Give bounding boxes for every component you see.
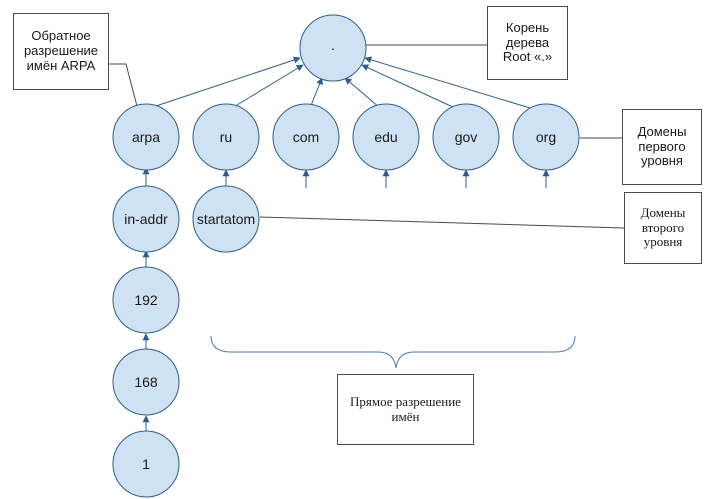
node-192-label: 192 bbox=[134, 292, 158, 308]
node-gov-circle bbox=[432, 103, 500, 171]
node-edu: edu bbox=[352, 103, 420, 171]
node-startatom-circle bbox=[192, 185, 260, 253]
callout-forward-resolution: Прямое разрешение имён bbox=[337, 374, 474, 445]
node-168-circle bbox=[112, 348, 180, 416]
node-in-addr: in-addr bbox=[112, 185, 180, 253]
node-org: org bbox=[512, 103, 580, 171]
callout-first-level-domains: Домены первого уровня bbox=[622, 109, 702, 185]
node-ru-circle bbox=[192, 103, 260, 171]
callout-root: Корень дерева Root «.» bbox=[487, 6, 568, 80]
forward-bracket bbox=[210, 335, 576, 369]
node-1-circle bbox=[112, 430, 180, 498]
node-168-label: 168 bbox=[134, 374, 158, 390]
connector-reverse bbox=[108, 63, 139, 111]
edges-to-root bbox=[149, 56, 531, 109]
edge-ru-root bbox=[231, 64, 304, 109]
callout-second-level-domains: Домены второго уровня bbox=[624, 192, 702, 264]
node-192: 192 bbox=[112, 266, 180, 334]
edge-gov-root bbox=[361, 64, 456, 109]
node-startatom-label: startatom bbox=[197, 211, 255, 227]
node-arpa-circle bbox=[112, 103, 180, 171]
node-root: . bbox=[299, 14, 367, 82]
node-startatom: startatom bbox=[192, 185, 260, 253]
node-in-addr-circle bbox=[112, 185, 180, 253]
node-com: com bbox=[272, 103, 340, 171]
edges-stubs bbox=[302, 169, 550, 188]
edge-edu-root bbox=[344, 77, 381, 109]
node-edu-circle bbox=[352, 103, 420, 171]
node-1-label: 1 bbox=[142, 456, 150, 472]
node-192-circle bbox=[112, 266, 180, 334]
node-root-circle bbox=[299, 14, 367, 82]
callout-reverse-resolution: Обратное разрешение имён ARPA bbox=[13, 13, 109, 90]
node-org-circle bbox=[512, 103, 580, 171]
edge-org-root bbox=[364, 56, 531, 109]
edge-arpa-root bbox=[149, 56, 301, 109]
node-gov-label: gov bbox=[455, 129, 478, 145]
node-com-circle bbox=[272, 103, 340, 171]
node-ru-label: ru bbox=[220, 129, 232, 145]
connector-second-level bbox=[259, 216, 625, 229]
node-1: 1 bbox=[112, 430, 180, 498]
node-arpa: arpa bbox=[112, 103, 180, 171]
node-in-addr-label: in-addr bbox=[124, 211, 168, 227]
node-edu-label: edu bbox=[374, 129, 397, 145]
node-168: 168 bbox=[112, 348, 180, 416]
node-gov: gov bbox=[432, 103, 500, 171]
node-org-label: org bbox=[536, 129, 556, 145]
callout-connectors bbox=[108, 44, 625, 229]
node-root-label: . bbox=[331, 37, 335, 53]
node-com-label: com bbox=[293, 129, 319, 145]
edge-com-root bbox=[309, 77, 323, 109]
node-ru: ru bbox=[192, 103, 260, 171]
node-arpa-label: arpa bbox=[132, 129, 160, 145]
